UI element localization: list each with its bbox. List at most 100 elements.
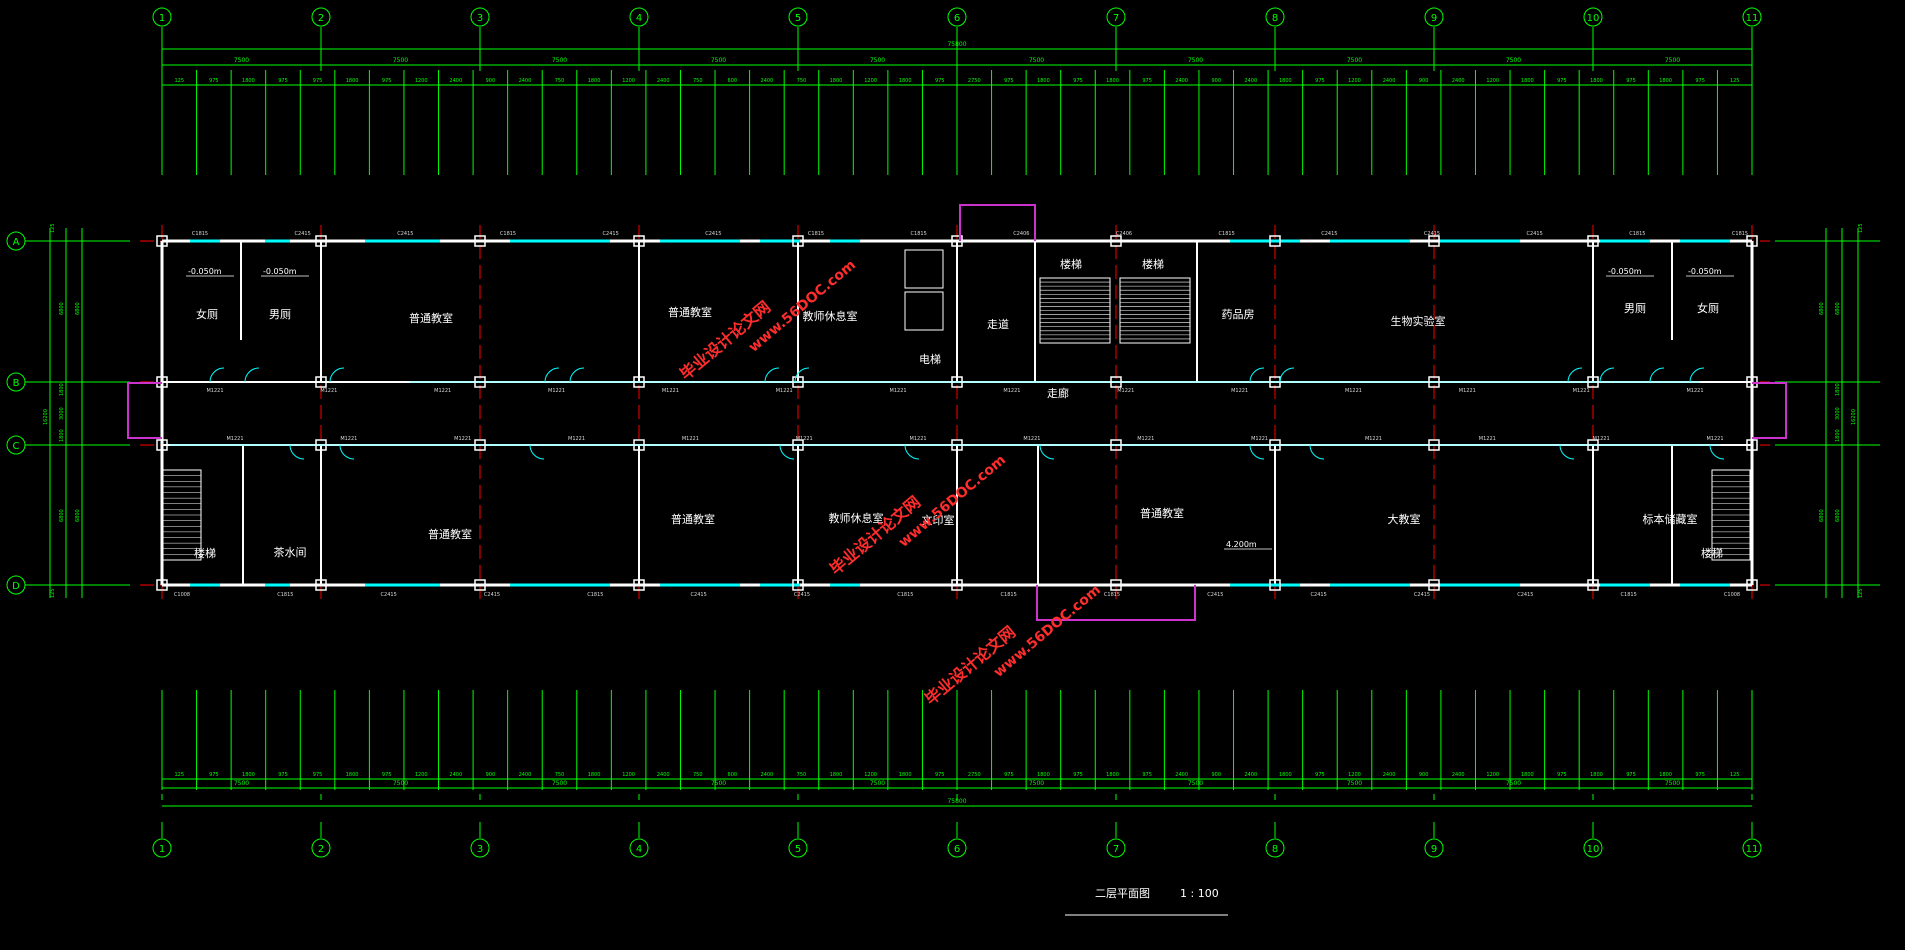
column bbox=[951, 376, 963, 388]
axis-bubble-top bbox=[1424, 7, 1444, 27]
room-label: 文印室 bbox=[922, 513, 955, 527]
column bbox=[1587, 579, 1599, 591]
axis-label-left: A bbox=[13, 237, 20, 248]
dim-text-detail: 975 bbox=[382, 78, 392, 84]
dim-text-detail: 1200 bbox=[1486, 772, 1499, 778]
dim-text-side: 1800 bbox=[59, 429, 65, 442]
room-label: 走道 bbox=[987, 317, 1009, 331]
column bbox=[792, 376, 804, 388]
dim-text-side: 6800 bbox=[59, 509, 65, 522]
door-swing bbox=[1309, 444, 1325, 460]
dim-text-bay: 7500 bbox=[870, 57, 885, 64]
door-tag-north: M1221 bbox=[548, 388, 565, 394]
dim-text-detail: 1200 bbox=[864, 78, 877, 84]
window-tag-bottom: C2415 bbox=[1207, 592, 1223, 598]
drawing-title-block: 二层平面图 1 : 100 bbox=[1065, 887, 1228, 916]
dim-text-detail: 2400 bbox=[657, 772, 670, 778]
axis-label-top: 1 bbox=[159, 13, 165, 24]
window-tag-bottom: C2415 bbox=[1311, 592, 1327, 598]
door-tag-south: M1221 bbox=[226, 436, 243, 442]
door-tag-south: M1221 bbox=[454, 436, 471, 442]
dim-text-detail: 900 bbox=[1419, 772, 1429, 778]
dim-text-side: 6800 bbox=[75, 509, 81, 522]
room-label: 女厕 bbox=[1697, 301, 1719, 315]
dim-text-detail: 975 bbox=[935, 78, 945, 84]
dim-text-side: 6800 bbox=[1819, 509, 1825, 522]
door-swing bbox=[1039, 444, 1055, 460]
dim-text-detail: 2400 bbox=[1175, 78, 1188, 84]
dim-text-bay: 7500 bbox=[1188, 57, 1203, 64]
dim-text-detail: 750 bbox=[797, 78, 807, 84]
dim-text-bay: 7500 bbox=[711, 780, 726, 787]
dim-text-detail: 750 bbox=[555, 78, 565, 84]
room-label: 男厕 bbox=[269, 308, 291, 321]
dim-text-detail: 1800 bbox=[1106, 772, 1119, 778]
balcony-right bbox=[1752, 382, 1787, 439]
window-tag-top: C2415 bbox=[397, 231, 413, 237]
door-swing bbox=[1249, 367, 1265, 383]
dim-text-side: 16200 bbox=[43, 409, 49, 425]
column bbox=[1269, 235, 1281, 247]
column bbox=[792, 439, 804, 451]
window-tag-bottom: C1815 bbox=[1001, 592, 1017, 598]
dim-text-detail: 1800 bbox=[588, 78, 601, 84]
column bbox=[1269, 439, 1281, 451]
dim-text-bay: 7500 bbox=[870, 780, 885, 787]
door-swing bbox=[289, 444, 305, 460]
room-label: 电梯 bbox=[919, 353, 941, 366]
column bbox=[156, 439, 168, 451]
dim-text-detail: 975 bbox=[1073, 78, 1083, 84]
level-mark: -0.050m bbox=[188, 267, 222, 276]
axis-bubble-top bbox=[1742, 7, 1762, 27]
dim-text-detail: 1800 bbox=[242, 78, 255, 84]
room-label: 男厕 bbox=[1624, 302, 1646, 315]
column bbox=[474, 376, 486, 388]
dim-text-detail: 900 bbox=[486, 78, 496, 84]
door-swing bbox=[779, 444, 795, 460]
dim-text-detail: 2400 bbox=[761, 772, 774, 778]
dim-text-detail: 1800 bbox=[1659, 772, 1672, 778]
room-label: 普通教室 bbox=[671, 512, 715, 526]
axis-label-bottom: 2 bbox=[318, 844, 324, 855]
column bbox=[951, 439, 963, 451]
window-tag-top: C2415 bbox=[603, 231, 619, 237]
room-label: 走廊 bbox=[1047, 386, 1069, 400]
column bbox=[1110, 376, 1122, 388]
dim-text-detail: 2400 bbox=[657, 78, 670, 84]
dim-text-detail: 2400 bbox=[761, 78, 774, 84]
dim-text-detail: 1800 bbox=[899, 772, 912, 778]
door-swing bbox=[339, 444, 355, 460]
room-label: 标本储藏室 bbox=[1643, 512, 1698, 526]
room-label: 楼梯 bbox=[194, 546, 216, 560]
dim-text-detail: 975 bbox=[209, 772, 219, 778]
dim-text-side: 125 bbox=[50, 223, 56, 233]
door-swing bbox=[1689, 367, 1705, 383]
dim-text-bay: 7500 bbox=[1506, 780, 1521, 787]
dim-text-bay: 7500 bbox=[1665, 780, 1680, 787]
room-label: 大教室 bbox=[1388, 512, 1421, 526]
door-tag-south: M1221 bbox=[1365, 436, 1382, 442]
dim-text-detail: 1800 bbox=[588, 772, 601, 778]
dim-text-detail: 1800 bbox=[242, 772, 255, 778]
column bbox=[1587, 439, 1599, 451]
level-mark: -0.050m bbox=[263, 267, 297, 276]
level-mark: -0.050m bbox=[1688, 267, 1722, 276]
window-tag-bottom: C2415 bbox=[484, 592, 500, 598]
axis-bubble-top bbox=[470, 7, 490, 27]
dim-text-detail: 1800 bbox=[1037, 78, 1050, 84]
window-tag-bottom: C1008 bbox=[1724, 592, 1740, 598]
axis-label-left: D bbox=[12, 581, 20, 592]
room-label: 普通教室 bbox=[428, 527, 472, 541]
dim-text-detail: 600 bbox=[728, 78, 738, 84]
axis-label-top: 8 bbox=[1272, 13, 1278, 24]
dim-text-detail: 900 bbox=[1419, 78, 1429, 84]
dim-text-detail: 125 bbox=[175, 78, 185, 84]
dim-text-detail: 2400 bbox=[1452, 772, 1465, 778]
column bbox=[1746, 439, 1758, 451]
column bbox=[1428, 579, 1440, 591]
dim-text-detail: 2750 bbox=[968, 772, 981, 778]
dim-text-detail: 975 bbox=[313, 772, 323, 778]
door-tag-south: M1221 bbox=[1137, 436, 1154, 442]
dim-text-detail: 2750 bbox=[968, 78, 981, 84]
